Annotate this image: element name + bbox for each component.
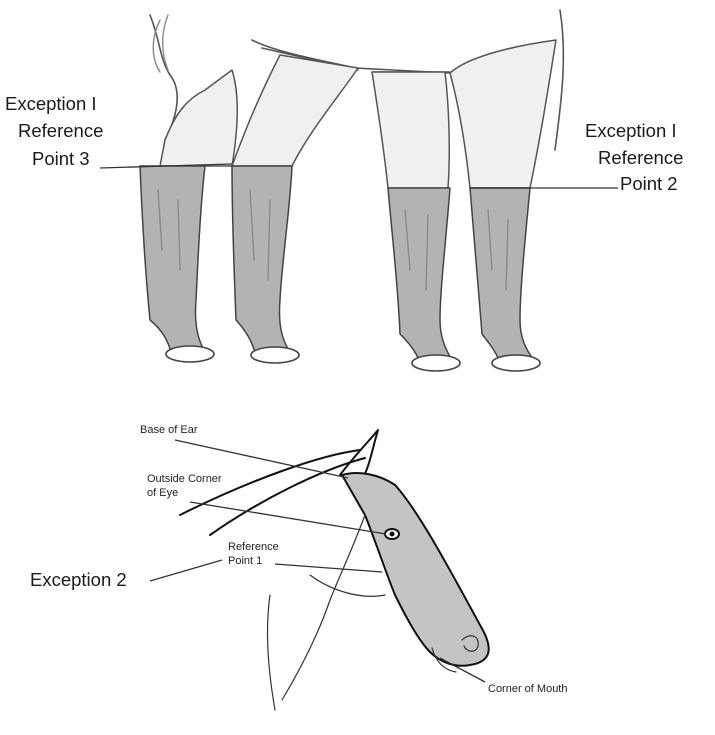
leader-reference-point-1 — [275, 564, 382, 572]
callout-left-line1: Exception I — [5, 93, 97, 114]
label-corner-of-mouth: Corner of Mouth — [488, 683, 567, 695]
horse-legs-figure: Exception I Reference Point 3 Exception … — [0, 0, 715, 400]
label-outside-corner-line1: Outside Corner — [147, 473, 222, 485]
horse-head-figure: Base of Ear Outside Corner of Eye Refere… — [0, 400, 715, 735]
leader-exception-2 — [150, 560, 222, 581]
callout-right-line3: Point 2 — [620, 173, 678, 194]
horse-tail — [153, 15, 168, 72]
callout-left-line2: Reference — [18, 120, 103, 141]
bridle-strap — [180, 450, 365, 535]
callout-right-line2: Reference — [598, 147, 683, 168]
leg-shading-strokes — [158, 190, 508, 290]
leg-fore-left — [372, 72, 460, 371]
label-outside-corner-line2: of Eye — [147, 487, 178, 499]
label-base-of-ear: Base of Ear — [140, 424, 198, 436]
label-reference-line2: Point 1 — [228, 555, 262, 567]
leg-hind-left — [140, 70, 237, 362]
label-exception-2: Exception 2 — [30, 569, 127, 590]
horse-eye-pupil — [390, 532, 395, 537]
callout-left-line3: Point 3 — [32, 148, 90, 169]
leg-fore-right — [450, 40, 556, 371]
label-reference-line1: Reference — [228, 541, 279, 553]
callout-right-line1: Exception I — [585, 120, 677, 141]
horse-neck-outline — [268, 515, 385, 710]
